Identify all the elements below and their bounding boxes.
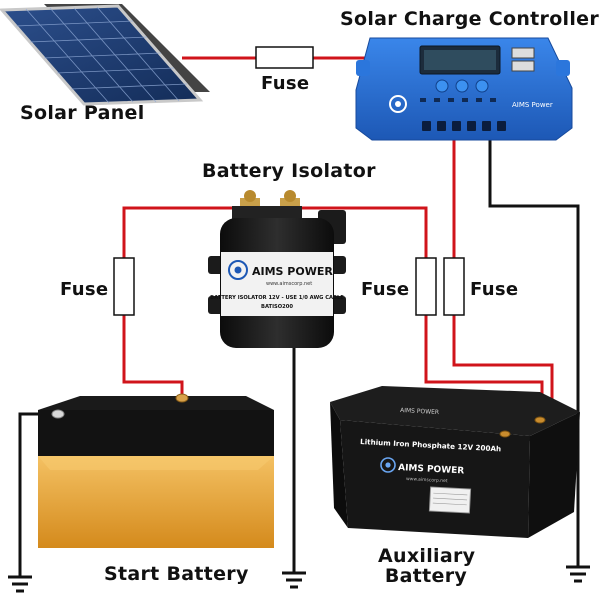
label-auxiliary-battery-1: Auxiliary [378,545,476,567]
controller-usb-port [511,47,535,59]
isolator-label-panel [221,252,333,316]
ground-symbol-controller [566,565,590,583]
fuse-mid [415,257,437,316]
solar-panel [0,4,210,106]
isolator-url: www.aimscorp.net [266,281,312,287]
aux-brand-top: AIMS POWER [400,407,439,416]
label-start-battery: Start Battery [104,563,249,585]
fuse-right [443,257,465,316]
fuse-top [255,46,314,69]
label-solar-panel: Solar Panel [20,102,145,124]
isolator-logo-icon [228,260,248,280]
solar-charge-controller: AIMS Power [355,37,573,141]
label-auxiliary-battery-2: Battery [384,565,468,587]
start-battery [38,393,274,548]
isolator-model: BATISO200 [261,304,293,310]
wire-controller-ground [488,140,580,566]
controller-button [435,79,449,93]
wire-controller-to-aux [452,140,554,420]
label-fuse-mid: Fuse [361,279,410,300]
start-battery-negative-terminal [51,409,65,419]
ground-symbol-isolator [282,571,306,589]
aux-negative-terminal [499,430,511,438]
aux-url: www.aimscorp.net [406,476,448,484]
label-fuse-top: Fuse [261,73,310,94]
label-charge-controller: Solar Charge Controller [340,8,600,30]
controller-button [475,79,489,93]
start-battery-positive-terminal [175,393,189,403]
aux-brand-main: AIMS POWER [398,463,465,476]
isolator-desc: BATTERY ISOLATOR 12V - USE 1/0 AWG CABLE [210,295,344,301]
ground-symbol-start [8,575,32,593]
controller-logo-icon [389,95,407,113]
controller-brand: AIMS Power [512,101,553,109]
label-fuse-left: Fuse [60,279,109,300]
aux-positive-terminal [534,416,546,424]
wire-isolator-to-start [122,206,240,396]
auxiliary-battery: AIMS POWER Lithium Iron Phosphate 12V 20… [330,386,580,538]
label-fuse-right: Fuse [470,279,519,300]
controller-button [455,79,469,93]
isolator-brand: AIMS POWER [252,265,333,278]
battery-isolator: AIMS POWER www.aimscorp.net BATTERY ISOL… [208,190,346,348]
fuse-left [113,257,135,316]
aux-logo-icon [380,457,396,473]
label-battery-isolator: Battery Isolator [202,160,376,182]
